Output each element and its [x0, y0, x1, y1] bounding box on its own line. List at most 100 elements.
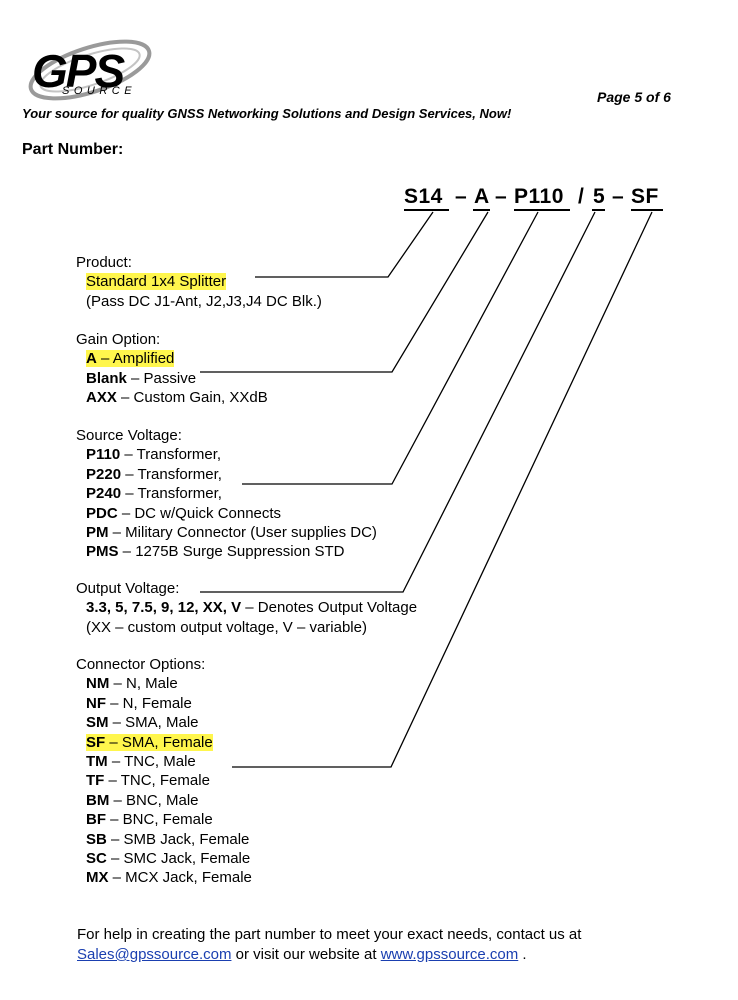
help-middle-text: or visit our website at [231, 946, 381, 963]
help-line-2: Sales@gpssource.com or visit our website… [77, 945, 581, 965]
option-code: NM [86, 675, 110, 693]
option-code: SC [86, 849, 107, 867]
option-item: PM – Military Connector (User supplies D… [76, 523, 377, 542]
option-item: Blank – Passive [76, 369, 268, 388]
leader-line-connector [232, 211, 653, 768]
option-item: 3.3, 5, 7.5, 9, 12, XX, V – Denotes Outp… [76, 598, 417, 617]
option-code: SM [86, 714, 109, 732]
option-text: – Custom Gain, XXdB [116, 389, 268, 407]
option-code: A [86, 350, 97, 368]
option-code: PDC [86, 504, 118, 522]
option-code: TM [86, 752, 108, 770]
page-number: Page 5 of 6 [597, 89, 671, 105]
option-item: SM – SMA, Male [76, 713, 252, 732]
option-item: BF – BNC, Female [76, 810, 252, 829]
option-item: Standard 1x4 Splitter [76, 272, 322, 291]
option-item: A – Amplified [76, 349, 268, 368]
option-code: P240 [86, 485, 122, 503]
option-text: – Military Connector (User supplies DC) [108, 523, 377, 541]
code-underline-a [473, 209, 490, 211]
gps-source-logo: GPS SOURCE [22, 30, 152, 108]
help-end-text: . [518, 946, 527, 963]
code-underline-p110 [514, 209, 570, 211]
code-underline-sf [631, 209, 663, 211]
code-underline-5 [592, 209, 605, 211]
section-title: Product: [76, 254, 132, 271]
option-item: NM – N, Male [76, 674, 252, 693]
option-item: BM – BNC, Male [76, 791, 252, 810]
section-title: Output Voltage: [76, 580, 180, 597]
option-text: – Amplified [96, 350, 175, 368]
option-text: – DC w/Quick Connects [117, 504, 282, 522]
website-link[interactable]: www.gpssource.com [380, 946, 519, 963]
option-item: TM – TNC, Male [76, 752, 252, 771]
option-code: P110 [86, 446, 121, 464]
option-text: – Transformer, [121, 465, 222, 483]
option-item: SF – SMA, Female [76, 733, 252, 752]
option-code: NF [86, 694, 106, 712]
leader-line-product [255, 211, 434, 278]
option-text: Standard 1x4 Splitter [86, 273, 227, 291]
option-text: – Denotes Output Voltage [241, 599, 418, 617]
logo-subtext: SOURCE [62, 85, 137, 97]
option-code: Blank [86, 369, 127, 387]
section-connector-options: Connector Options: NM – N, Male NF – N, … [76, 655, 252, 888]
code-s14: S14 [404, 185, 443, 208]
option-item: PDC – DC w/Quick Connects [76, 504, 377, 523]
option-text: – N, Male [109, 675, 178, 693]
option-item: SC – SMC Jack, Female [76, 849, 252, 868]
logo-swoosh-icon [28, 39, 152, 101]
option-text: – SMA, Female [105, 733, 213, 751]
section-product: Product: Standard 1x4 Splitter (Pass DC … [76, 253, 322, 311]
sales-email-link[interactable]: Sales@gpssource.com [77, 946, 232, 963]
part-number-heading: Part Number: [22, 141, 124, 158]
option-item: MX – MCX Jack, Female [76, 868, 252, 887]
option-item: P110 – Transformer, [76, 445, 377, 464]
option-text: – BNC, Female [106, 811, 213, 829]
option-text: – Passive [126, 369, 197, 387]
option-item: (Pass DC J1-Ant, J2,J3,J4 DC Blk.) [76, 292, 322, 311]
help-line-1: For help in creating the part number to … [77, 926, 582, 943]
option-item: TF – TNC, Female [76, 771, 252, 790]
code-dash-3: – [612, 185, 625, 208]
section-source-voltage: Source Voltage: P110 – Transformer, P220… [76, 426, 377, 562]
option-item: AXX – Custom Gain, XXdB [76, 388, 268, 407]
option-code: SB [86, 830, 107, 848]
option-text: (Pass DC J1-Ant, J2,J3,J4 DC Blk.) [86, 292, 322, 310]
option-text: – SMA, Male [108, 714, 199, 732]
option-code: MX [86, 869, 109, 887]
section-output-voltage: Output Voltage: 3.3, 5, 7.5, 9, 12, XX, … [76, 579, 417, 637]
option-code: SF [86, 733, 106, 751]
option-item: SB – SMB Jack, Female [76, 830, 252, 849]
option-text: – SMC Jack, Female [106, 849, 251, 867]
option-text: – N, Female [106, 694, 192, 712]
option-item: P220 – Transformer, [76, 465, 377, 484]
option-code: TF [86, 772, 105, 790]
option-code: P220 [86, 465, 122, 483]
option-code: BF [86, 811, 106, 829]
option-code: PMS [86, 543, 119, 561]
section-title: Connector Options: [76, 656, 206, 673]
option-item: (XX – custom output voltage, V – variabl… [76, 618, 417, 637]
code-underline-s14 [404, 209, 449, 211]
option-text: – MCX Jack, Female [108, 869, 252, 887]
leader-line-gain [200, 211, 489, 373]
option-code: AXX [86, 389, 117, 407]
option-text: – TNC, Female [104, 772, 210, 790]
option-text: – Transformer, [121, 485, 222, 503]
section-gain-option: Gain Option: A – Amplified Blank – Passi… [76, 330, 268, 408]
tagline: Your source for quality GNSS Networking … [22, 106, 512, 121]
option-text: – TNC, Male [107, 752, 196, 770]
code-p110: P110 [514, 185, 564, 208]
leader-line-output [200, 211, 596, 593]
section-title: Gain Option: [76, 331, 161, 348]
option-text: – BNC, Male [109, 791, 199, 809]
option-item: P240 – Transformer, [76, 484, 377, 503]
option-code: BM [86, 791, 110, 809]
help-text: For help in creating the part number to … [77, 925, 581, 965]
leader-line-source [242, 211, 539, 485]
code-dash-2: – [495, 185, 508, 208]
code-sf: SF [631, 185, 659, 208]
section-title: Source Voltage: [76, 427, 182, 444]
